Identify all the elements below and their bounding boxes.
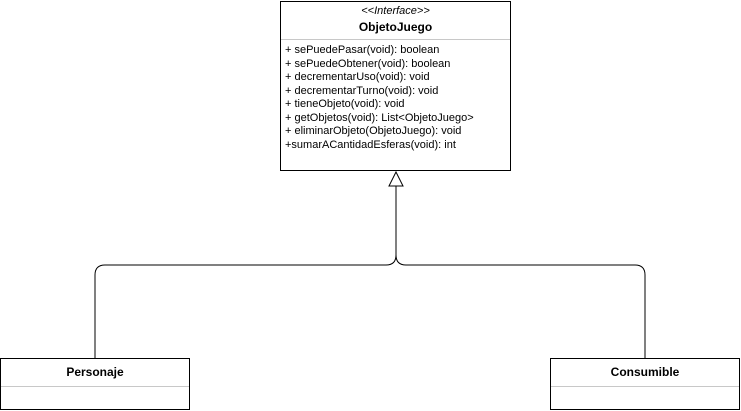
class-consumible[interactable]: Consumible xyxy=(550,358,740,410)
interface-stereotype: <<Interface>> xyxy=(361,5,430,17)
interface-name: ObjetoJuego xyxy=(358,20,433,34)
method-item: + decrementarTurno(void): void xyxy=(285,84,439,97)
class-personaje[interactable]: Personaje xyxy=(0,358,190,410)
connector-personaje-to-interface xyxy=(94,186,397,358)
method-item: + eliminarObjeto(ObjetoJuego): void xyxy=(285,125,462,137)
method-item: +sumarACantidadEsferas(void): int xyxy=(285,138,456,151)
consumible-header: Consumible xyxy=(551,359,739,387)
personaje-name: Personaje xyxy=(66,365,124,379)
method-item: + getObjetos(void): List<ObjetoJuego> xyxy=(285,111,474,124)
method-item: + sePuedePasar(void): boolean xyxy=(285,44,440,56)
method-item: + tieneObjeto(void): void xyxy=(285,98,405,110)
interface-objetojuego[interactable]: <<Interface>> ObjetoJuego + sePuedePasar… xyxy=(280,1,511,171)
realization-arrowhead xyxy=(388,170,404,187)
method-item: + decrementarUso(void): void xyxy=(285,71,430,83)
interface-method-list: + sePuedePasar(void): boolean + sePuedeO… xyxy=(281,40,510,152)
interface-header: <<Interface>> ObjetoJuego xyxy=(281,2,510,40)
personaje-header: Personaje xyxy=(1,359,189,387)
method-item: + sePuedeObtener(void): boolean xyxy=(285,57,451,70)
consumible-name: Consumible xyxy=(610,365,680,379)
connector-consumible-to-interface xyxy=(395,186,646,358)
